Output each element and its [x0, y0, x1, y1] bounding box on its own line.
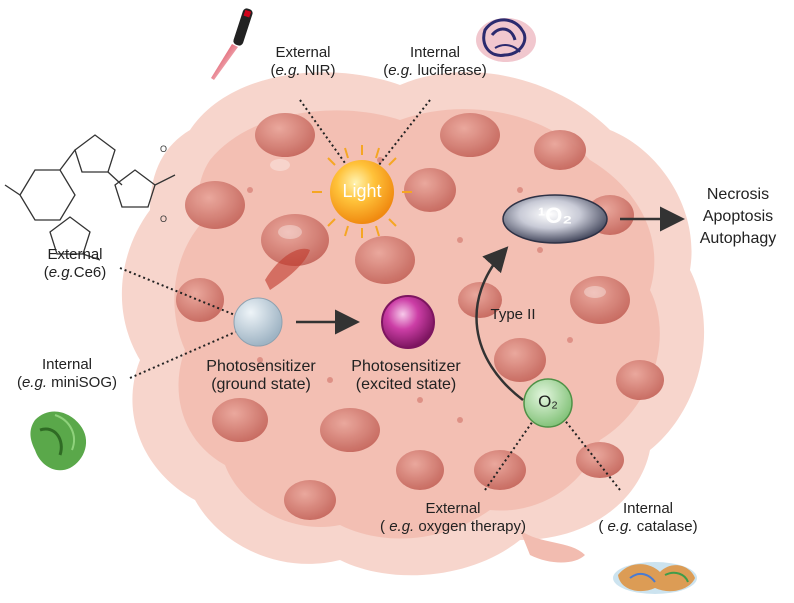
o2-external-example: ( e.g. oxygen therapy) [380, 518, 526, 535]
ps-excited-line2: (excited state) [355, 376, 457, 393]
o2-internal-title: Internal [622, 500, 674, 517]
connector-lines [119, 99, 621, 491]
outcomes-list: Necrosis Apoptosis Autophagy [690, 184, 786, 250]
laser-pointer-icon [211, 8, 253, 80]
light-internal-title: Internal [409, 44, 461, 61]
light-label: Light [342, 181, 382, 201]
luciferase-protein-icon [476, 18, 536, 62]
svg-text:O: O [160, 214, 167, 224]
photosensitizer-excited-state [381, 295, 435, 349]
ps-external-title: External [47, 246, 103, 263]
type-ii-label: Type II [490, 306, 536, 323]
outcome-apoptosis: Apoptosis [702, 208, 774, 225]
minisog-protein-icon [30, 411, 87, 471]
ce6-molecule-icon: O O [4, 134, 176, 261]
type-ii-arrow [475, 246, 524, 401]
ps-excited-line1: Photosensitizer [351, 358, 461, 375]
oxygen-label: O₂ [538, 392, 558, 411]
o2-internal-example: ( e.g. catalase) [598, 518, 698, 535]
tumor-granules [247, 157, 573, 423]
singlet-oxygen-label: ¹O₂ [537, 203, 573, 228]
ps-internal-example: (e.g. miniSOG) [16, 374, 118, 391]
light-internal-label: Internal (e.g. luciferase) [370, 44, 500, 80]
connector-external-ps [119, 267, 236, 316]
oxygen-molecule [523, 378, 573, 428]
ps-ground-line1: Photosensitizer [206, 358, 316, 375]
catalase-protein-icon [613, 562, 697, 594]
connector-internal-ps [129, 329, 241, 379]
ps-internal-title: Internal [41, 356, 93, 373]
outcome-autophagy: Autophagy [699, 230, 777, 247]
outcome-necrosis: Necrosis [706, 186, 770, 203]
light-rays [312, 145, 412, 238]
o2-external-label: External ( e.g. oxygen therapy) [358, 500, 548, 536]
o2-internal-label: Internal ( e.g. catalase) [586, 500, 710, 536]
light-external-example: (e.g. NIR) [270, 62, 336, 79]
light-external-label: External (e.g. NIR) [253, 44, 353, 80]
ps-excited-label: Photosensitizer (excited state) [336, 358, 476, 394]
ps-internal-label: Internal (e.g. miniSOG) [2, 356, 132, 392]
light-external-title: External [275, 44, 331, 61]
photosensitizer-ground-state [233, 297, 283, 347]
ps-external-example: (e.g.Ce6) [43, 264, 107, 281]
ps-ground-line2: (ground state) [211, 376, 311, 393]
ps-external-label: External (e.g.Ce6) [20, 246, 130, 282]
o2-external-title: External [425, 500, 481, 517]
blood-streak [265, 248, 310, 290]
ps-ground-label: Photosensitizer (ground state) [196, 358, 326, 394]
light-internal-example: (e.g. luciferase) [383, 62, 487, 79]
svg-text:O: O [160, 144, 167, 154]
light-source [330, 160, 394, 224]
connector-external-light [299, 99, 351, 171]
singlet-oxygen [502, 194, 608, 244]
tumor-cells [176, 113, 664, 520]
connector-internal-o2 [562, 417, 621, 491]
